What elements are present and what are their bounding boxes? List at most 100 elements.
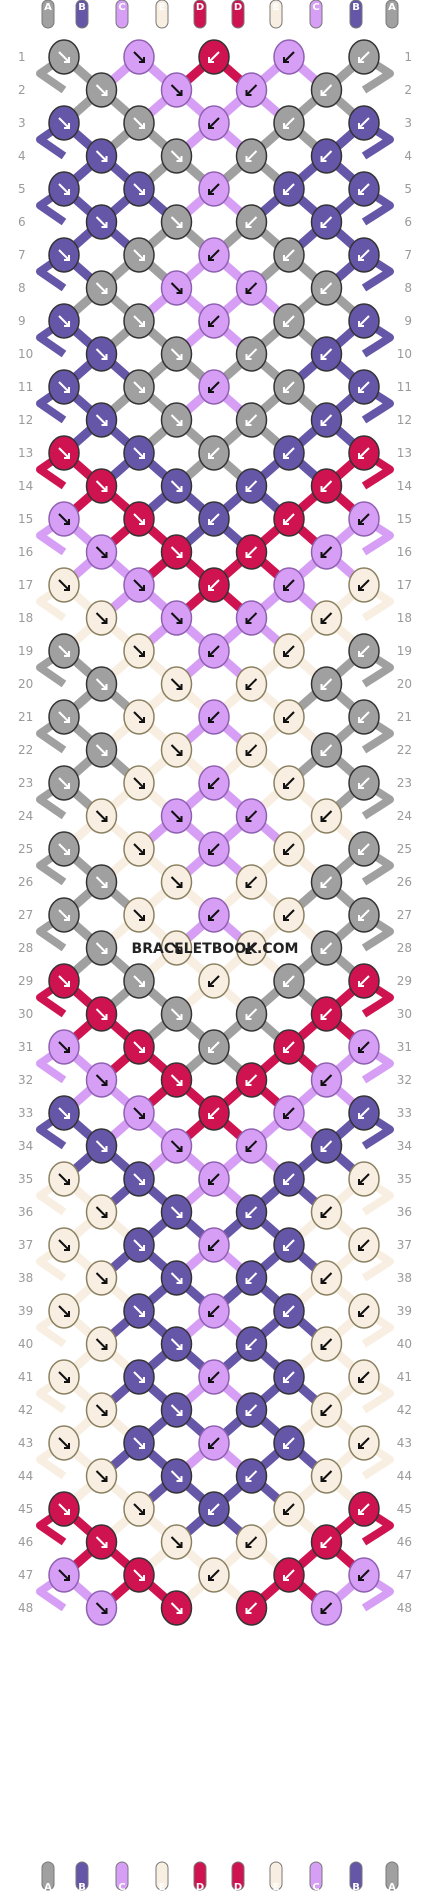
knot (198, 39, 230, 75)
row-number: 41 (18, 1370, 33, 1384)
knot (273, 1293, 305, 1329)
knot (123, 765, 155, 801)
row-number: 39 (397, 1304, 412, 1318)
knot (273, 105, 305, 141)
row-number: 46 (397, 1535, 412, 1549)
knot (310, 1458, 343, 1494)
row-number: 38 (18, 1271, 33, 1285)
knot (123, 171, 155, 207)
row-number: 34 (397, 1139, 412, 1153)
knot (235, 1128, 268, 1164)
knot (160, 138, 193, 174)
row-number: 19 (18, 644, 33, 658)
strand-tab (115, 1861, 129, 1891)
knot (85, 138, 118, 174)
row-number: 14 (18, 479, 33, 493)
knot (235, 1326, 268, 1362)
knot (198, 501, 230, 537)
knot (198, 1029, 230, 1065)
knot (348, 1425, 380, 1461)
knot (235, 1194, 268, 1230)
knot (160, 402, 193, 438)
knot (348, 699, 380, 735)
knot (198, 567, 230, 603)
knot (348, 1557, 380, 1593)
knot (123, 1161, 155, 1197)
strand-label: E (273, 2, 280, 13)
row-number: 12 (397, 413, 412, 427)
strand-tab (155, 0, 169, 29)
knot (160, 1194, 193, 1230)
knot (348, 897, 380, 933)
knot (48, 171, 80, 207)
knot (348, 171, 380, 207)
row-number: 24 (397, 809, 412, 823)
knot (348, 1227, 380, 1263)
row-number: 36 (397, 1205, 412, 1219)
knot (85, 336, 118, 372)
strand-label: C (118, 2, 125, 13)
knot (198, 897, 230, 933)
row-number: 1 (18, 50, 26, 64)
knot (198, 699, 230, 735)
knot (310, 72, 343, 108)
knot (348, 369, 380, 405)
knot (235, 1260, 268, 1296)
knot (348, 1359, 380, 1395)
knot (85, 1524, 118, 1560)
row-number: 1 (404, 50, 412, 64)
row-number: 27 (397, 908, 412, 922)
knot (310, 468, 343, 504)
knot (273, 633, 305, 669)
row-number: 36 (18, 1205, 33, 1219)
strand-label: B (78, 2, 86, 13)
knot (48, 501, 80, 537)
knot (48, 897, 80, 933)
knot (235, 930, 268, 966)
row-number: 48 (18, 1601, 33, 1615)
knot (123, 567, 155, 603)
knot (310, 534, 343, 570)
row-number: 29 (397, 974, 412, 988)
row-number: 13 (397, 446, 412, 460)
row-number: 11 (18, 380, 33, 394)
row-number: 42 (397, 1403, 412, 1417)
knot (85, 864, 118, 900)
strand-label: B (78, 1882, 86, 1893)
knot (348, 501, 380, 537)
knot (235, 138, 268, 174)
row-number: 39 (18, 1304, 33, 1318)
strand-label: B (352, 2, 360, 13)
strand-tab (155, 1861, 169, 1891)
knot (273, 435, 305, 471)
knot (48, 963, 80, 999)
knot (310, 732, 343, 768)
strand-label: A (44, 2, 52, 13)
strand-label: E (273, 1882, 280, 1893)
strand-label: D (234, 2, 242, 13)
knot (348, 765, 380, 801)
row-number: 9 (404, 314, 412, 328)
knot (123, 1359, 155, 1395)
row-number: 26 (18, 875, 33, 889)
knot (160, 666, 193, 702)
knot (48, 1161, 80, 1197)
knot (85, 930, 118, 966)
knot (85, 204, 118, 240)
knot (273, 501, 305, 537)
knot (235, 204, 268, 240)
knot (198, 435, 230, 471)
knot (48, 1293, 80, 1329)
knot (160, 864, 193, 900)
knot (235, 864, 268, 900)
knot (310, 864, 343, 900)
knot (273, 1227, 305, 1263)
knot (273, 1557, 305, 1593)
row-number: 30 (397, 1007, 412, 1021)
knot (48, 765, 80, 801)
strand-label: A (388, 1882, 396, 1893)
strand-tab (41, 1861, 55, 1891)
knot (235, 996, 268, 1032)
knot (48, 1095, 80, 1131)
row-number: 37 (18, 1238, 33, 1252)
